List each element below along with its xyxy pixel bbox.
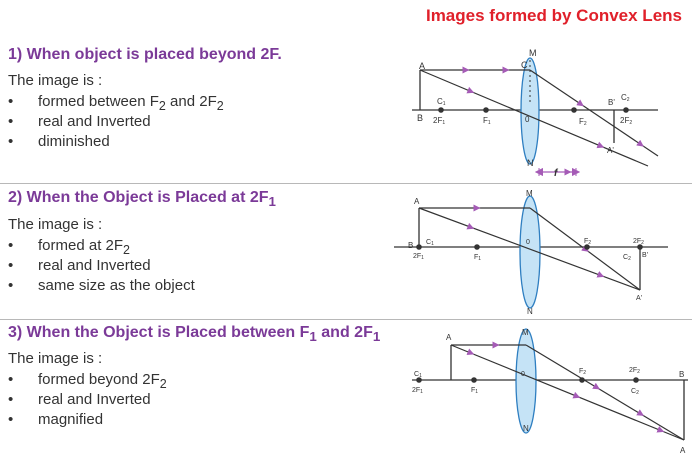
- label-a: A: [419, 61, 425, 71]
- section-3-bullets: •formed beyond 2F2 •real and Inverted •m…: [8, 370, 167, 430]
- section-2-intro: The image is :: [8, 216, 103, 233]
- convex-lens: [520, 57, 540, 165]
- point-2f2: [633, 377, 639, 383]
- point-2f2: [623, 107, 629, 113]
- list-item: •magnified: [8, 411, 104, 428]
- label-2f1: 2F1: [412, 387, 423, 395]
- label-m: M: [529, 48, 537, 58]
- ray-center: [419, 69, 649, 167]
- label-a-prime: A': [636, 295, 642, 302]
- label-c2: C2: [631, 388, 639, 396]
- label-2f1: 2F1: [433, 116, 445, 126]
- list-item: •formed beyond 2F2: [8, 371, 167, 391]
- label-f1: F1: [483, 116, 491, 126]
- label-n: N: [523, 424, 529, 433]
- label-o: 0: [526, 239, 530, 246]
- convex-lens: [515, 328, 537, 434]
- label-focal-length: f: [554, 168, 559, 179]
- label-f1: F1: [474, 254, 481, 262]
- label-a-prime: A': [607, 146, 614, 155]
- diagram-at-2f1: A B M N 0 C1 2F1 F1 F2 2F2 C2 B' A': [394, 189, 668, 316]
- label-2f2: 2F2: [629, 367, 640, 375]
- point-f2: [571, 107, 577, 113]
- point-f2: [579, 377, 585, 383]
- section-1-intro: The image is :: [8, 72, 103, 89]
- label-o: 0: [525, 115, 530, 124]
- list-item: •same size as the object: [8, 277, 195, 294]
- label-b-prime: B': [608, 98, 615, 107]
- label-b: B: [417, 113, 423, 123]
- point-f1: [483, 107, 489, 113]
- point-2f1: [416, 377, 422, 383]
- point-2f1: [438, 107, 444, 113]
- section-3-heading: 3) When the Object is Placed between F1 …: [8, 324, 381, 345]
- label-b-prime: B': [642, 252, 648, 259]
- label-c1: C1: [414, 371, 422, 379]
- label-a-image: A: [680, 446, 686, 455]
- label-b: B: [679, 370, 684, 379]
- list-item: •formed at 2F2: [8, 237, 130, 257]
- label-o: 0: [521, 371, 525, 378]
- label-2f1: 2F1: [413, 253, 424, 261]
- label-c2: C2: [621, 93, 630, 103]
- label-f2: F2: [584, 238, 591, 246]
- label-f2: F2: [579, 368, 586, 376]
- label-c1: C1: [426, 239, 434, 247]
- section-2-bullets: •formed at 2F2 •real and Inverted •same …: [8, 236, 195, 296]
- label-b: B: [408, 241, 413, 250]
- ray-refracted: [525, 344, 685, 441]
- label-c1: C1: [437, 97, 446, 107]
- point-f2: [584, 244, 590, 250]
- label-2f2: 2F2: [620, 116, 632, 126]
- label-f2: F2: [579, 117, 587, 127]
- label-a: A: [446, 333, 452, 342]
- convex-lens: [519, 195, 541, 309]
- label-2f2: 2F2: [633, 238, 644, 246]
- divider: [0, 183, 692, 184]
- label-c: C: [521, 60, 528, 70]
- list-item: •real and Inverted: [8, 257, 151, 274]
- list-item: •formed between F2 and 2F2: [8, 93, 224, 113]
- divider: [0, 319, 692, 320]
- section-1-heading: 1) When object is placed beyond 2F.: [8, 46, 282, 63]
- section-at-2f1: 2) When the Object is Placed at 2F1 The …: [8, 189, 276, 296]
- point-f1: [474, 244, 480, 250]
- point-2f1: [416, 244, 422, 250]
- ray-center: [450, 344, 685, 441]
- diagram-beyond-2f: A B C M N 0 C1 2F1 F1 F2 B' C2 2F2 A' f: [412, 48, 659, 179]
- section-2-heading: 2) When the Object is Placed at 2F1: [8, 189, 276, 210]
- label-f1: F1: [471, 387, 478, 395]
- list-item: •real and Inverted: [8, 113, 151, 130]
- label-a: A: [414, 197, 420, 206]
- point-f1: [471, 377, 477, 383]
- label-m: M: [526, 189, 533, 198]
- diagram-between-f1-2f1: A M N 0 C1 2F1 F1 F2 2F2 C2 B A: [412, 328, 688, 455]
- section-1-bullets: •formed between F2 and 2F2 •real and Inv…: [8, 92, 224, 152]
- list-item: •real and Inverted: [8, 391, 151, 408]
- section-3-intro: The image is :: [8, 350, 103, 367]
- label-n: N: [527, 158, 534, 168]
- list-item: •diminished: [8, 133, 110, 150]
- label-c2: C2: [623, 254, 631, 262]
- label-m: M: [522, 328, 529, 337]
- point-2f2: [637, 244, 643, 250]
- page-title: Images formed by Convex Lens: [425, 6, 682, 25]
- label-n: N: [527, 307, 533, 316]
- section-beyond-2f: 1) When object is placed beyond 2F. The …: [0, 0, 692, 180]
